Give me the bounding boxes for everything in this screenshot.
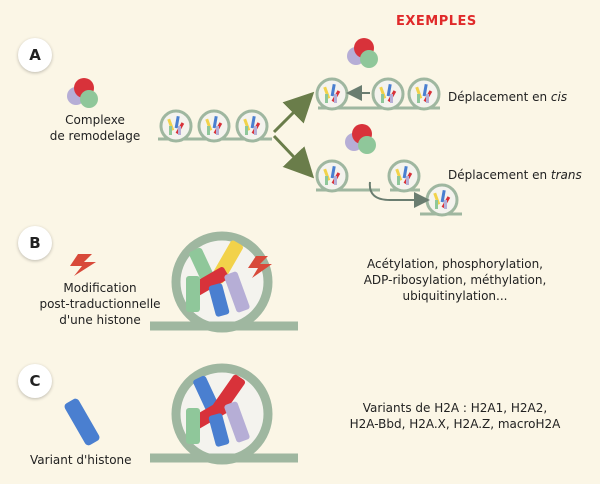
section-c-label: C <box>18 364 52 398</box>
nucleosome-icon <box>315 159 349 193</box>
trans-displacement-label: Déplacement en trans <box>448 167 582 183</box>
remodeling-complex-icon <box>347 38 378 68</box>
section-a-label: A <box>18 38 52 72</box>
histone-variant-icon <box>64 398 100 446</box>
nucleosome-icon <box>425 183 459 217</box>
nucleosome-icon <box>197 109 231 143</box>
section-b-label: B <box>18 226 52 260</box>
example-line: Variants de H2A : H2A1, H2A2, <box>362 401 548 415</box>
example-line: ubiquitinylation... <box>402 289 508 303</box>
example-line: ADP-ribosylation, méthylation, <box>363 273 547 287</box>
modification-examples: Acétylation, phosphorylation, ADP-ribosy… <box>345 256 565 304</box>
remodeling-complex-icon <box>345 124 376 154</box>
arrow-to-cis <box>272 91 315 134</box>
label-italic: cis <box>550 90 568 104</box>
cis-displacement-label: Déplacement en cis <box>448 89 567 105</box>
examples-title: EXEMPLES <box>396 14 477 29</box>
remodeling-complex-icon <box>67 78 98 108</box>
label-prefix: Déplacement en <box>448 168 551 182</box>
example-line: Acétylation, phosphorylation, <box>367 257 543 271</box>
example-line: H2A-Bbd, H2A.X, H2A.Z, macroH2A <box>349 417 561 431</box>
nucleosome-icon <box>159 109 193 143</box>
caption-line: de remodelage <box>49 129 141 143</box>
variant-examples: Variants de H2A : H2A1, H2A2, H2A-Bbd, H… <box>330 400 580 432</box>
nucleosome-icon <box>235 109 269 143</box>
caption-line: Modification <box>63 281 137 295</box>
label-italic: trans <box>550 168 582 182</box>
arrow-to-trans <box>272 134 315 179</box>
caption-line: Complexe <box>65 113 125 127</box>
nucleosome-icon <box>387 159 421 193</box>
modification-caption: Modification post-traductionnelle d'une … <box>20 280 180 328</box>
nucleosome-icon <box>371 77 405 111</box>
modification-bolt-icon <box>70 254 96 276</box>
caption-line: d'une histone <box>59 313 141 327</box>
nucleosome-icon <box>315 77 349 111</box>
label-prefix: Déplacement en <box>448 90 551 104</box>
histone-variant-caption: Variant d'histone <box>30 453 132 467</box>
caption-line: post-traductionnelle <box>39 297 161 311</box>
trans-move-arrow <box>368 181 430 208</box>
modified-nucleosome-icon <box>150 231 298 333</box>
variant-nucleosome-icon <box>150 363 298 465</box>
modification-bolt-icon <box>248 256 272 278</box>
nucleosome-icon <box>407 77 441 111</box>
remodeling-complex-caption: Complexe de remodelage <box>40 112 150 144</box>
